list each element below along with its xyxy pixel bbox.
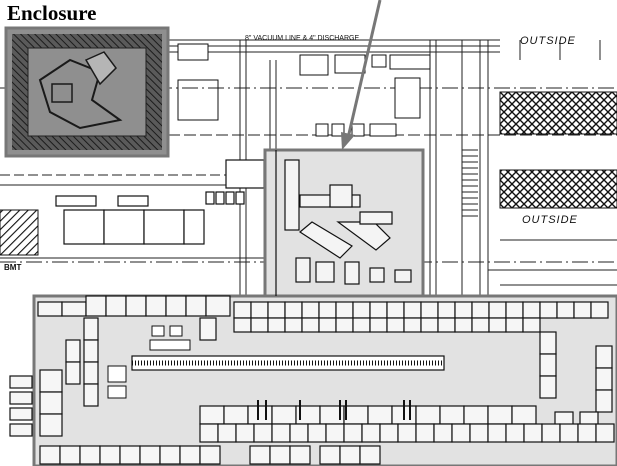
pointer-arrow [341,0,382,150]
baseline-label: BMT [4,263,21,272]
outside-panel-mid [499,169,617,209]
lower-bottom-block-row [39,405,615,465]
left-equipment-row [55,159,265,245]
top-note: 8" VACUUM LINE & 4" DISCHARGE [245,35,359,42]
outside-panel-top [499,91,617,135]
hatched-wall-left [0,209,39,256]
enclosure-inset-thumbnail [4,26,170,158]
upper-enclosure-machinery [275,150,412,296]
enclosure-title: Enclosure [7,1,97,25]
central-conveyor [107,325,445,399]
outside-label-top: OUTSIDE [520,35,576,47]
background-linework [0,39,617,466]
lower-left-block-column [9,295,231,437]
lower-top-block-row [233,301,609,333]
outside-label-mid: OUTSIDE [522,214,578,226]
upper-equipment [177,43,431,137]
support-posts [257,400,411,420]
stair-ticks [462,149,478,217]
